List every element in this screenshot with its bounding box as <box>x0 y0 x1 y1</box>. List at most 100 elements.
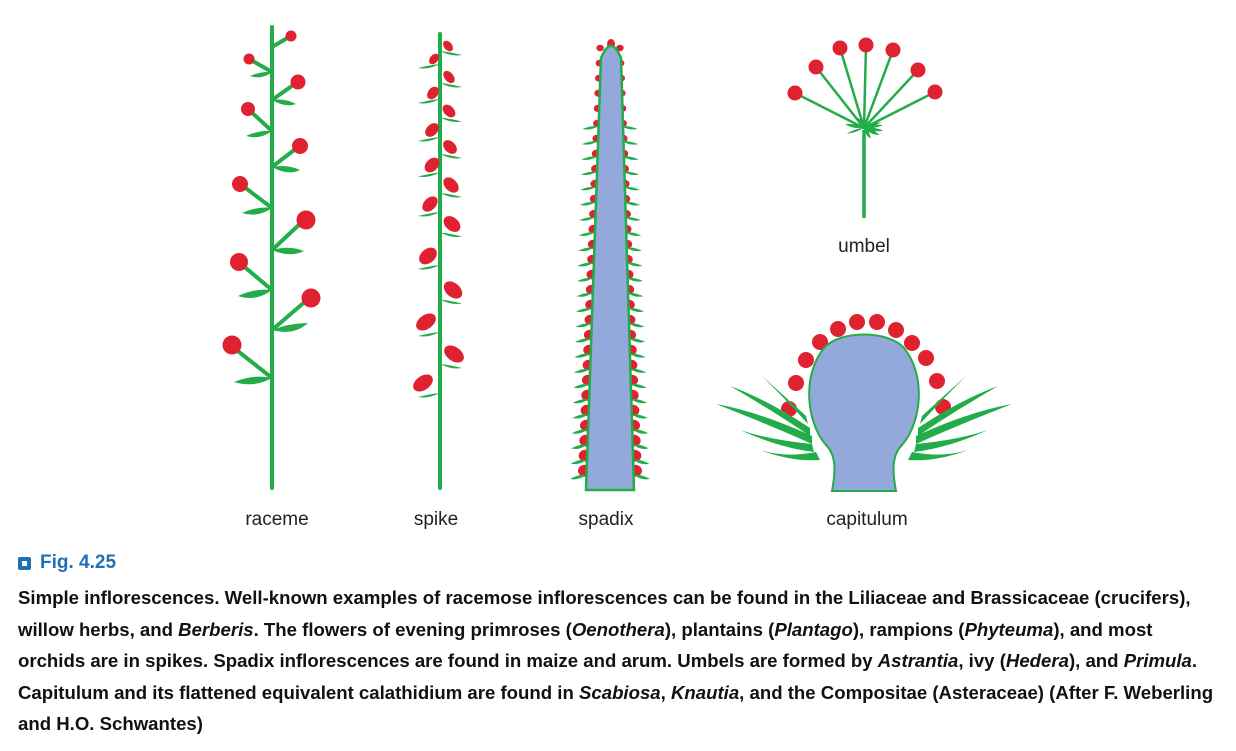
raceme-flower <box>243 53 255 65</box>
spadix-bract <box>622 141 639 145</box>
spadix-bracts <box>570 125 650 480</box>
spike-label: spike <box>414 509 458 530</box>
caption-text: ), and <box>1068 650 1124 671</box>
spadix-bract <box>633 459 650 465</box>
spike-diagram <box>413 32 464 490</box>
spadix-bract <box>628 323 645 328</box>
caption-text: ), rampions ( <box>852 618 965 640</box>
spike-bract <box>418 332 440 337</box>
caption-text: ), plantains ( <box>664 618 775 640</box>
spike-flower <box>429 53 439 65</box>
umbel-flower <box>885 42 901 58</box>
spike-bract <box>440 364 462 369</box>
spike-flower <box>424 157 440 173</box>
spike-bract <box>418 99 440 104</box>
spadix-bract <box>632 429 649 434</box>
raceme-diagram <box>222 25 321 490</box>
spike-bract <box>440 299 462 304</box>
spadix-bract <box>580 171 597 176</box>
capitulum-flower <box>788 375 804 391</box>
umbel-flower <box>808 59 824 75</box>
capitulum-receptacle <box>808 333 920 492</box>
raceme-flower <box>290 74 306 90</box>
spike-flower <box>443 216 461 232</box>
raceme-flower <box>301 288 321 308</box>
spike-flower <box>443 40 453 52</box>
caption-text: , ivy ( <box>958 650 1006 671</box>
spike-bract <box>418 212 440 217</box>
umbel-label: umbel <box>838 236 890 257</box>
raceme-flower <box>241 102 255 116</box>
spadix-bract <box>626 277 643 282</box>
spadix-bract <box>577 277 594 282</box>
spadix-bract <box>577 262 594 267</box>
spadix-bract <box>572 398 589 404</box>
raceme-flowers <box>222 30 321 355</box>
capitulum-flower <box>929 373 945 389</box>
spike-flower <box>425 123 439 137</box>
capitulum-label: capitulum <box>826 509 907 530</box>
raceme-bracts <box>234 71 308 385</box>
spadix-bract <box>629 353 646 358</box>
spadix-bract <box>581 156 598 160</box>
spadix-bract <box>580 186 597 191</box>
spike-flower <box>443 70 455 84</box>
caption-italic-term: Phyteuma <box>964 618 1054 640</box>
spadix-bract <box>633 474 650 480</box>
spadix-bract <box>581 141 598 145</box>
umbel-diagram <box>787 37 943 218</box>
spadix-bract <box>574 353 591 358</box>
spadix-bract <box>622 156 639 160</box>
umbel-flower <box>858 37 874 53</box>
spike-bract <box>440 51 462 56</box>
spadix-bract <box>624 216 641 221</box>
figure-icon <box>18 556 31 570</box>
capitulum-flower <box>830 321 846 337</box>
capitulum-flower <box>849 314 865 330</box>
spike-bract <box>440 232 462 237</box>
spike-flower <box>416 313 436 331</box>
umbel-ray <box>793 91 866 130</box>
raceme-flower <box>285 30 297 42</box>
caption-italic-term: Astrantia <box>877 650 959 671</box>
capitulum-flowers <box>781 314 951 417</box>
umbel-ray <box>862 43 868 130</box>
spike-bract <box>418 393 440 398</box>
umbel-ray <box>862 68 920 130</box>
umbel-flower <box>910 62 926 78</box>
spike-flower <box>413 374 433 392</box>
umbel-rays <box>793 43 937 130</box>
capitulum-flower <box>918 350 934 366</box>
capitulum-flower <box>869 314 885 330</box>
spike-flower <box>444 345 464 363</box>
spadix-bract <box>632 444 649 449</box>
spadix-bract <box>623 171 640 176</box>
spike-bract <box>440 83 462 88</box>
spadix-bract <box>576 292 593 297</box>
figure-number: Fig. 4.25 <box>40 552 117 573</box>
capitulum-bracts <box>716 376 1012 461</box>
spadix-bract <box>627 292 644 297</box>
spike-bracts <box>418 51 462 398</box>
capitulum-flower <box>904 335 920 351</box>
umbel-involucre-bract <box>857 128 864 139</box>
spadix-bract <box>574 338 591 343</box>
umbel-flower <box>787 85 803 101</box>
raceme-flower <box>296 210 316 230</box>
spike-bract <box>440 117 462 122</box>
spadix-bract <box>578 247 595 252</box>
spadix-bract <box>571 444 588 449</box>
spadix-axis <box>584 44 636 492</box>
caption-text: ), and most orchids are in spikes. Spadi… <box>18 618 1153 672</box>
raceme-stem <box>232 25 309 490</box>
caption-text: . Capitulum and its flattened equivalent… <box>18 650 1198 703</box>
figure-caption: Simple inflorescences. Well-known exampl… <box>18 582 1223 740</box>
umbel-involucre-bract <box>864 128 880 136</box>
spike-bract <box>440 193 462 198</box>
spike-flower <box>422 196 438 212</box>
umbel-ray <box>814 65 866 130</box>
spadix-bract <box>629 338 646 343</box>
umbel-involucre-bract <box>864 117 871 128</box>
spadix-bract <box>582 125 599 130</box>
spike-flower <box>443 281 463 299</box>
